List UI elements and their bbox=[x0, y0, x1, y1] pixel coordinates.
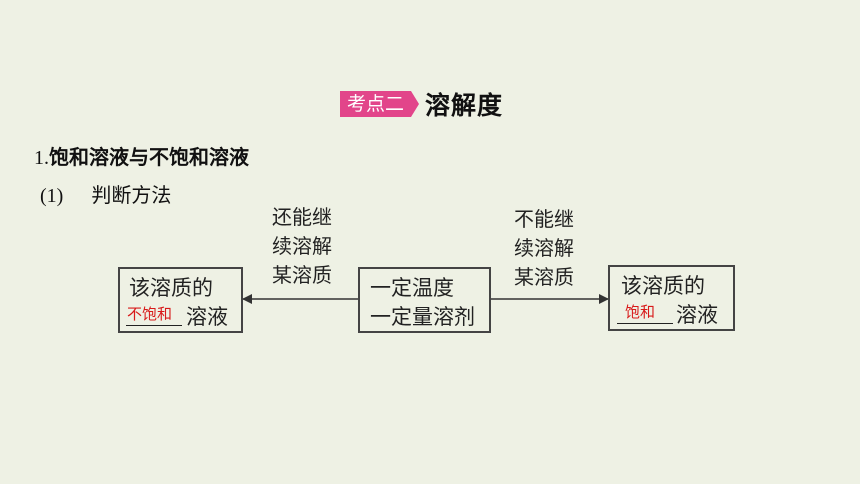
subsection-heading: (1) 判断方法 bbox=[40, 179, 171, 208]
saturated-solution-box: 该溶质的 饱和 溶液 bbox=[608, 265, 735, 331]
answer-text: 饱和 bbox=[625, 303, 656, 321]
subsection-index: (1) bbox=[40, 185, 64, 207]
right-arrow-label: 不能继 续溶解 某溶质 bbox=[504, 205, 584, 292]
right-label-line: 不能继 bbox=[514, 207, 574, 231]
topic-heading: 考点二 溶解度 bbox=[340, 86, 503, 122]
topic-title: 溶解度 bbox=[425, 91, 504, 120]
left-label-line: 某溶质 bbox=[272, 263, 332, 287]
box-line: 该溶质的 bbox=[621, 274, 705, 298]
answer-blank bbox=[617, 297, 673, 324]
section-number: 1. bbox=[34, 147, 49, 169]
answer-blank bbox=[126, 299, 182, 326]
box-line: 溶液 bbox=[676, 303, 718, 327]
box-line: 该溶质的 bbox=[129, 276, 213, 300]
box-line: 一定温度 bbox=[370, 276, 454, 300]
section-heading: 1.饱和溶液与不饱和溶液 bbox=[34, 141, 249, 170]
right-label-line: 续溶解 bbox=[514, 236, 574, 260]
condition-box: 一定温度 一定量溶剂 bbox=[358, 267, 491, 333]
box-line: 溶液 bbox=[186, 305, 228, 329]
left-arrow-label: 还能继 续溶解 某溶质 bbox=[262, 203, 342, 290]
right-label-line: 某溶质 bbox=[514, 265, 574, 289]
answer-text: 不饱和 bbox=[127, 305, 173, 323]
left-label-line: 续溶解 bbox=[272, 234, 332, 258]
topic-badge: 考点二 bbox=[340, 91, 412, 117]
left-label-line: 还能继 bbox=[272, 205, 332, 229]
badge-arrow-icon bbox=[411, 91, 420, 117]
subsection-title: 判断方法 bbox=[91, 183, 172, 207]
unsaturated-solution-box: 该溶质的 不饱和 溶液 bbox=[118, 267, 243, 333]
box-line: 一定量溶剂 bbox=[370, 305, 475, 329]
section-title: 饱和溶液与不饱和溶液 bbox=[49, 145, 249, 169]
